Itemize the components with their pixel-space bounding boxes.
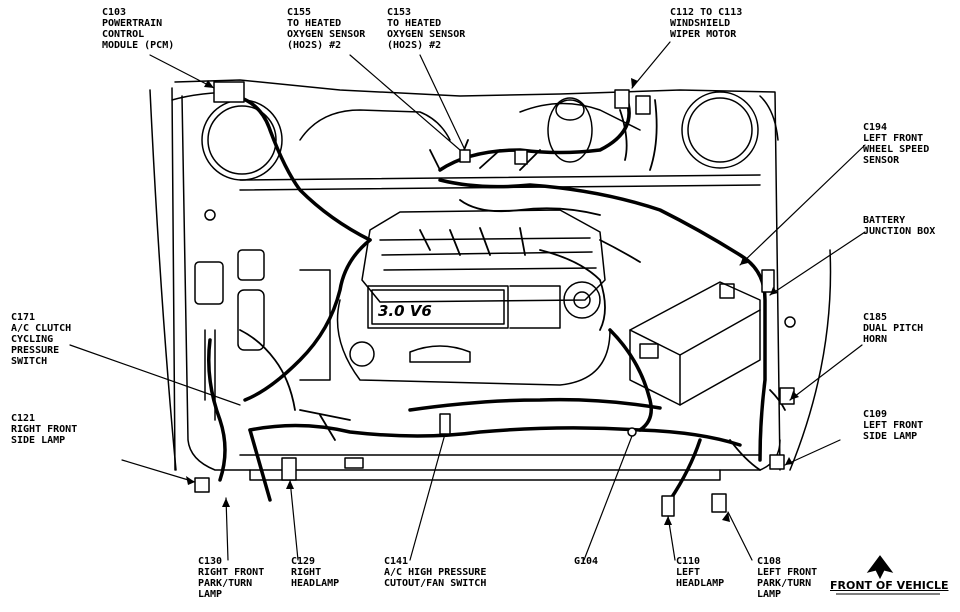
front-arrow-icon [866,555,894,580]
label-g104: G104 [574,556,599,567]
connectors [194,81,795,517]
main-wiring-harness [207,93,767,502]
secondary-wires [239,99,786,471]
vehicle-body-outline [149,79,832,481]
right-strut-tower [201,99,283,181]
engine-badge: 3.0 V6 [378,302,432,320]
left-strut-tower [681,91,759,169]
engine-block [336,209,611,386]
radiator-side [194,209,796,421]
battery [629,281,761,406]
callout-leaders [69,41,866,561]
arrowheads [186,78,799,525]
firewall [239,97,761,191]
front-of-vehicle-label: FRONT OF VEHICLE [830,579,949,592]
